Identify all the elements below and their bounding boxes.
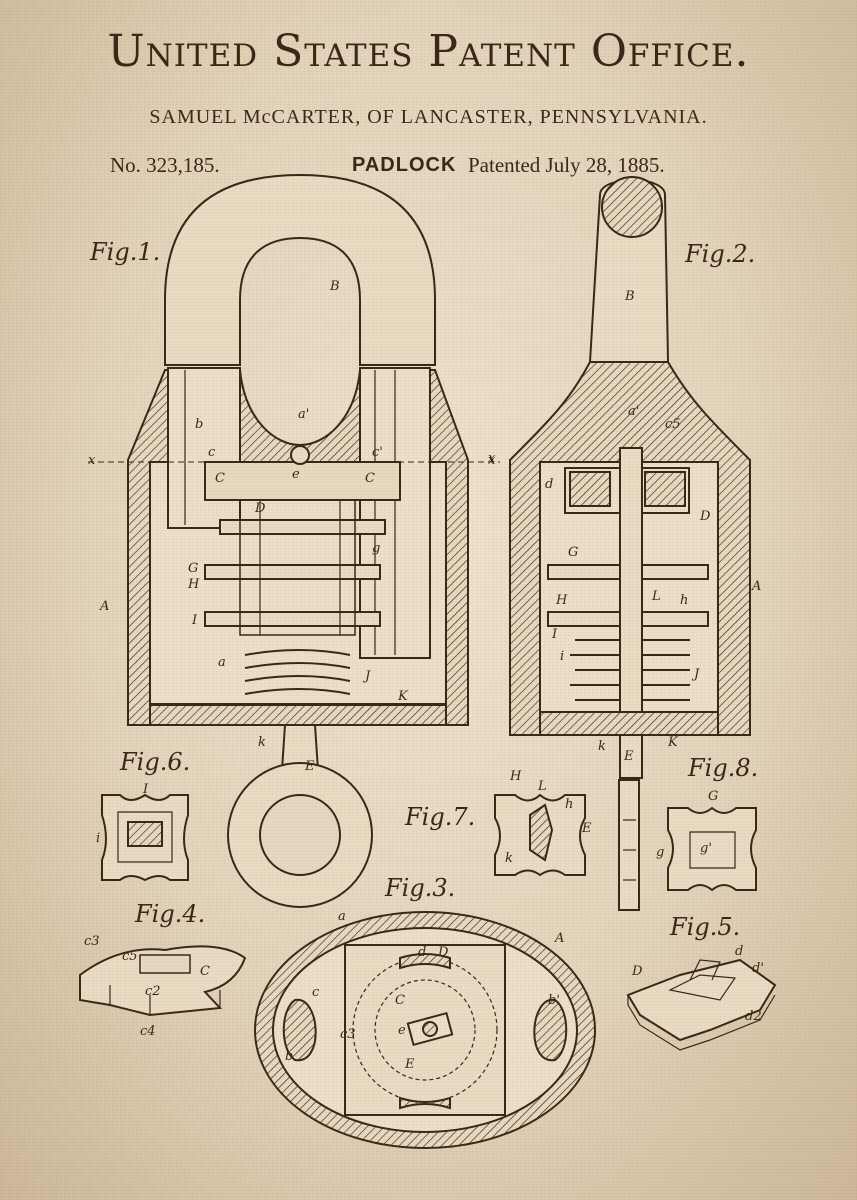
figure-8-tumbler [667, 806, 757, 892]
ref-letter: i [96, 831, 100, 846]
office-title: United States Patent Office. [107, 26, 750, 77]
figure-1-padlock-section [88, 173, 500, 908]
ref-letter: A [554, 931, 564, 946]
ref-letter: b [195, 417, 203, 432]
ref-letter: E [304, 759, 315, 774]
figure-6-tumbler [101, 793, 189, 882]
figure-2-padlock-side [509, 176, 751, 911]
ref-letter: d2 [745, 1009, 762, 1024]
fig6-references: I i [96, 782, 149, 846]
ref-letter: a [338, 909, 346, 924]
ref-letter: E [623, 749, 634, 764]
ref-letter: I [551, 627, 558, 642]
ref-letter: b' [548, 993, 560, 1008]
fig6-label: Fig.6. [119, 748, 190, 776]
figure-3-cross-section [254, 911, 596, 1149]
ref-letter: c [208, 445, 216, 460]
patent-date: Patented July 28, 1885. [468, 153, 665, 177]
ref-letter: e [398, 1023, 406, 1038]
inventor-line: SAMUEL McCARTER, OF LANCASTER, PENNSYLVA… [149, 106, 708, 128]
ref-letter: C [395, 993, 405, 1008]
ref-letter: g [656, 845, 664, 860]
ref-letter: c [312, 985, 320, 1000]
ref-letter: L [651, 589, 661, 604]
ref-letter: K [667, 735, 679, 750]
ref-letter: H [509, 769, 522, 784]
invention-name: PADLOCK [352, 154, 457, 176]
ref-letter: k [258, 735, 266, 750]
ref-letter: g' [700, 841, 712, 856]
figure-5-detail [626, 958, 777, 1051]
ref-letter: c2 [145, 984, 161, 999]
figure-4-collar [79, 945, 247, 1017]
ref-letter: x [88, 453, 96, 468]
fig4-label: Fig.4. [134, 900, 205, 928]
ref-letter: i [560, 649, 564, 664]
ref-letter: h [565, 797, 573, 812]
ref-letter: C [365, 471, 375, 486]
ref-letter: C [215, 471, 225, 486]
ref-letter: a' [298, 407, 309, 422]
ref-letter: c' [372, 445, 383, 460]
fig1-label: Fig.1. [89, 238, 160, 266]
fig8-references: G g g' [656, 789, 718, 860]
ref-letter: x [488, 451, 496, 466]
ref-letter: G [188, 561, 198, 576]
ref-letter: B [329, 279, 340, 294]
ref-letter: k [598, 739, 606, 754]
ref-letter: D [254, 501, 266, 516]
ref-letter: E [404, 1057, 415, 1072]
ref-letter: G [568, 545, 578, 560]
ref-letter: H [555, 593, 568, 608]
ref-letter: x [488, 453, 496, 468]
ref-letter: J [691, 667, 700, 682]
fig8-label: Fig.8. [687, 754, 758, 782]
ref-letter: e [292, 467, 300, 482]
fig3-references: A a d D C c c3 b b' e E [285, 909, 564, 1072]
fig7-references: H L E h k [505, 769, 592, 866]
ref-letter: J [362, 669, 371, 684]
ref-letter: A [751, 579, 761, 594]
ref-letter: c3 [340, 1027, 356, 1042]
ref-letter: D [631, 964, 643, 979]
ref-letter: g [372, 541, 380, 556]
fig7-label: Fig.7. [404, 803, 475, 831]
ref-letter: c4 [140, 1024, 156, 1039]
patent-number: No. 323,185. [110, 153, 220, 177]
ref-letter: D [699, 509, 711, 524]
ref-letter: A [99, 599, 109, 614]
ref-letter: K [397, 689, 409, 704]
ref-letter: I [191, 613, 198, 628]
ref-letter: h [680, 593, 688, 608]
ref-letter: d [545, 477, 553, 492]
ref-letter: L [537, 779, 547, 794]
figure-7-tumbler [494, 793, 586, 877]
ref-letter: C [200, 964, 210, 979]
fig1-references: B a' b c c' C C e D G H I g A a J K k E … [88, 279, 496, 774]
fig5-references: D d d' d2 [631, 944, 764, 1024]
ref-letter: G [708, 789, 718, 804]
ref-letter: H [187, 577, 200, 592]
fig2-label: Fig.2. [684, 240, 755, 268]
ref-letter: b [285, 1049, 293, 1064]
ref-letter: c3 [84, 934, 100, 949]
ref-letter: E [581, 821, 592, 836]
fig3-label: Fig.3. [384, 874, 455, 902]
ref-letter: c5 [122, 949, 138, 964]
ref-letter: k [505, 851, 513, 866]
ref-letter: a' [628, 404, 639, 419]
ref-letter: B [624, 289, 635, 304]
ref-letter: I [142, 782, 149, 797]
ref-letter: c5 [665, 417, 681, 432]
ref-letter: a [218, 655, 226, 670]
ref-letter: d [735, 944, 743, 959]
fig4-references: c3 c5 c2 C c4 [84, 934, 210, 1039]
ref-letter: d [418, 945, 426, 960]
fig2-references: B a' c5 d D G H L h I i J A k K E x [488, 289, 761, 764]
ref-letter: d' [752, 961, 764, 976]
ref-letter: D [437, 945, 449, 960]
fig5-label: Fig.5. [669, 913, 740, 941]
